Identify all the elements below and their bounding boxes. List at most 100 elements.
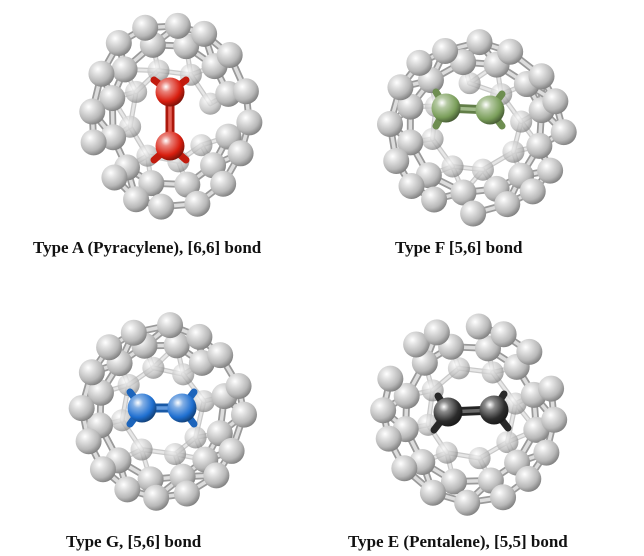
carbon-atom — [447, 357, 470, 380]
carbon-atom — [184, 426, 207, 449]
carbon-atom — [502, 140, 525, 163]
carbon-atom — [99, 85, 126, 112]
carbon-atom — [87, 379, 114, 406]
molecule-type-a — [79, 12, 263, 220]
carbon-atom — [186, 323, 213, 350]
carbon-atom — [497, 38, 524, 65]
carbon-atom — [526, 132, 553, 159]
carbon-atom — [143, 484, 170, 511]
carbon-atom — [471, 158, 494, 181]
cage-atoms — [376, 29, 577, 227]
carbon-atom — [216, 42, 243, 69]
carbon-atom — [528, 63, 555, 90]
highlighted-bond-f — [431, 88, 506, 130]
carbon-atom — [375, 425, 402, 452]
carbon-atom — [148, 193, 175, 220]
highlighted-atom — [155, 131, 185, 161]
carbon-atom — [423, 319, 450, 346]
cage-atoms — [68, 312, 257, 511]
carbon-atom — [75, 428, 102, 455]
carbon-atom — [132, 14, 159, 41]
carbon-atom — [78, 359, 105, 386]
molecule-type-f — [376, 29, 577, 227]
carbon-atom — [387, 74, 414, 101]
carbon-atom — [398, 172, 425, 199]
carbon-atom — [172, 363, 195, 386]
carbon-atom — [440, 468, 467, 495]
carbon-atom — [105, 29, 132, 56]
carbon-atom — [164, 442, 187, 466]
carbon-atom — [454, 489, 481, 516]
highlighted-bond-a — [150, 76, 190, 164]
carbon-atom — [117, 373, 140, 396]
carbon-atom — [510, 110, 533, 133]
carbon-atom — [481, 361, 504, 384]
carbon-atom — [419, 479, 446, 506]
highlighted-atom — [431, 93, 461, 123]
highlighted-atom — [479, 395, 509, 425]
highlighted-atom — [475, 95, 505, 125]
carbon-atom — [441, 155, 464, 178]
carbon-atom — [519, 178, 546, 205]
carbon-atom — [432, 37, 459, 64]
carbon-atom — [515, 465, 542, 492]
carbon-atom — [207, 342, 234, 369]
carbon-atom — [421, 127, 444, 150]
carbon-atom — [230, 401, 257, 428]
caption-type-f: Type F [5,6] bond — [395, 238, 523, 257]
carbon-atom — [123, 186, 150, 213]
carbon-atom — [157, 312, 184, 339]
carbon-atom — [101, 164, 128, 191]
carbon-atom — [236, 109, 263, 136]
carbon-atom — [130, 438, 153, 461]
carbon-atom — [542, 88, 569, 115]
highlighted-atom — [155, 77, 185, 107]
carbon-atom — [376, 111, 403, 138]
carbon-atom — [79, 98, 106, 125]
carbon-atom — [397, 129, 424, 156]
carbon-atom — [210, 170, 237, 197]
carbon-atom — [496, 431, 519, 454]
carbon-atom — [192, 390, 215, 413]
carbon-atom — [537, 157, 564, 184]
panel-type-g — [62, 312, 262, 511]
highlighted-atom — [127, 393, 157, 423]
carbon-atom — [218, 437, 245, 464]
highlighted-bond-e — [430, 390, 512, 434]
carbon-atom — [120, 319, 147, 346]
panel-type-f — [372, 29, 582, 227]
carbon-atom — [190, 134, 213, 157]
cage-atoms — [370, 313, 568, 516]
carbon-atom — [138, 170, 165, 197]
carbon-atom — [100, 124, 127, 151]
carbon-atom — [68, 395, 95, 422]
carbon-atom — [468, 447, 491, 470]
carbon-atom — [494, 191, 521, 218]
highlighted-atom — [167, 393, 197, 423]
carbon-atom — [191, 20, 218, 47]
highlighted-bond-g — [126, 388, 198, 428]
carbon-atom — [406, 49, 433, 76]
carbon-atom — [225, 373, 252, 400]
carbon-atom — [466, 29, 493, 56]
carbon-atom — [538, 375, 565, 402]
molecule-type-g — [68, 312, 257, 511]
carbon-atom — [203, 462, 230, 489]
carbon-atom — [383, 147, 410, 174]
carbon-atom — [184, 190, 211, 217]
carbon-atom — [516, 338, 543, 365]
carbon-atom — [460, 200, 487, 227]
carbon-atom — [533, 439, 560, 466]
carbon-atom — [490, 484, 517, 511]
carbon-atom — [465, 313, 492, 340]
carbon-atom — [541, 406, 568, 433]
carbon-atom — [199, 92, 222, 115]
carbon-atom — [173, 480, 200, 507]
carbon-atom — [227, 140, 254, 167]
carbon-atom — [88, 60, 115, 87]
carbon-atom — [163, 332, 190, 359]
carbon-atom — [450, 179, 477, 206]
carbon-atom — [391, 455, 418, 482]
molecule-type-e — [370, 313, 568, 516]
carbon-atom — [490, 321, 517, 348]
